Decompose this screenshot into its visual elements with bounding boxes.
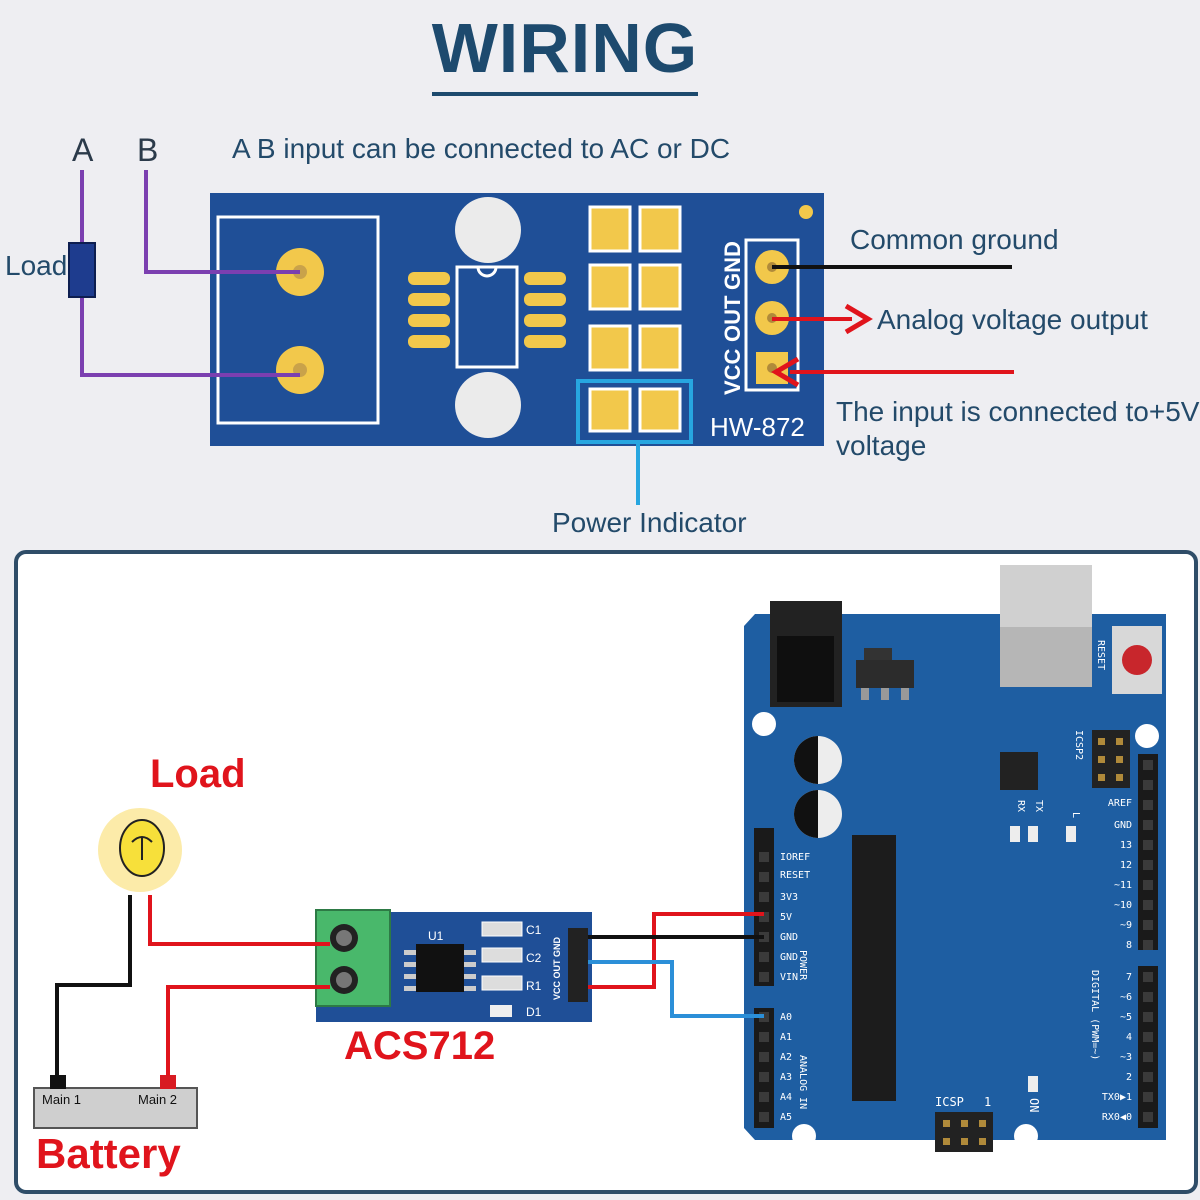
module-pin-labels: VCC OUT GND bbox=[552, 936, 562, 1000]
input-5v-label-line1: The input is connected to+5V bbox=[836, 396, 1200, 427]
wire-a bbox=[80, 170, 300, 377]
arduino-a3-label: A3 bbox=[780, 1072, 792, 1083]
arduino-d12-label: 12 bbox=[1120, 860, 1132, 871]
wire-bulb-to-battery bbox=[55, 895, 132, 1076]
arduino-d7-label: 7 bbox=[1126, 972, 1132, 983]
arduino-vin-label: VIN bbox=[780, 972, 798, 983]
arduino-icsp-pin1-label: 1 bbox=[984, 1095, 991, 1109]
arduino-tx-led-label: TX bbox=[1033, 800, 1044, 812]
arduino-a5-label: A5 bbox=[780, 1112, 792, 1123]
top-load-label: Load bbox=[5, 250, 68, 281]
wire-battery-to-module bbox=[166, 985, 330, 1076]
ab-input-note: A B input can be connected to AC or DC bbox=[232, 133, 731, 164]
module-d1-label: D1 bbox=[526, 1005, 542, 1019]
arduino-d3-label: ~3 bbox=[1120, 1052, 1132, 1063]
pin-gnd-label: GND bbox=[720, 241, 745, 290]
output-arrowhead bbox=[844, 303, 873, 335]
arduino-l-led-label: L bbox=[1070, 812, 1081, 818]
arduino-ioref-label: IOREF bbox=[780, 852, 810, 863]
battery-label: Battery bbox=[36, 1130, 181, 1177]
analog-output-label: Analog voltage output bbox=[877, 304, 1148, 335]
power-indicator-label: Power Indicator bbox=[552, 507, 747, 538]
input-5v-label-line2: voltage bbox=[836, 430, 927, 461]
vcc-arrowhead bbox=[771, 356, 800, 388]
title-underline bbox=[432, 92, 698, 96]
arduino-d11-label: ~11 bbox=[1114, 880, 1132, 891]
module-c1-label: C1 bbox=[526, 923, 542, 937]
module-r1-label: R1 bbox=[526, 979, 542, 993]
arduino-d8-label: 8 bbox=[1126, 940, 1132, 951]
bulb-icon bbox=[98, 808, 182, 892]
load-resistor bbox=[68, 242, 96, 298]
arduino-reset-button-label: RESET bbox=[1095, 640, 1106, 670]
arduino-d5-label: ~5 bbox=[1120, 1012, 1132, 1023]
battery-main1-label: Main 1 bbox=[42, 1092, 81, 1107]
arduino-digital-label: DIGITAL (PWM=~) bbox=[1089, 970, 1100, 1060]
wire-b bbox=[144, 170, 300, 274]
bottom-load-label: Load bbox=[150, 752, 246, 796]
arduino-a4-label: A4 bbox=[780, 1092, 792, 1103]
arduino-5v-label: 5V bbox=[780, 912, 792, 923]
terminal-a-label: A bbox=[72, 132, 94, 168]
arduino-reset-pin-label: RESET bbox=[780, 870, 810, 881]
arduino-d10-label: ~10 bbox=[1114, 900, 1132, 911]
wire-bulb-to-module bbox=[148, 895, 330, 946]
pin-vcc-label: VCC bbox=[720, 348, 745, 395]
common-ground-label: Common ground bbox=[850, 224, 1059, 255]
arduino-d4-label: 4 bbox=[1126, 1032, 1132, 1043]
terminal-b-label: B bbox=[137, 132, 159, 168]
arduino-d13-label: 13 bbox=[1120, 840, 1132, 851]
arduino-d2-label: 2 bbox=[1126, 1072, 1132, 1083]
module-label: ACS712 bbox=[344, 1024, 496, 1068]
wire-out-to-a0 bbox=[588, 960, 764, 1018]
battery-main2-label: Main 2 bbox=[138, 1092, 177, 1107]
module-c2-label: C2 bbox=[526, 951, 542, 965]
power-indicator-box bbox=[576, 379, 693, 444]
arduino-3v3-label: 3V3 bbox=[780, 892, 798, 903]
arduino-power-label: POWER bbox=[797, 950, 808, 981]
module-u1-label: U1 bbox=[428, 929, 444, 943]
arduino-gnd-top-label: GND bbox=[1114, 820, 1132, 831]
arduino-analog-in-label: ANALOG IN bbox=[797, 1055, 808, 1109]
arduino-a1-label: A1 bbox=[780, 1032, 792, 1043]
wire-vcc-to-5v bbox=[588, 912, 764, 989]
battery bbox=[33, 1075, 198, 1129]
arduino-gnd2-label: GND bbox=[780, 952, 798, 963]
arduino-aref-label: AREF bbox=[1108, 798, 1132, 809]
arduino-icsp-label: ICSP bbox=[935, 1095, 964, 1109]
arduino-tx1-label: TX0▶1 bbox=[1102, 1092, 1132, 1103]
arduino-a2-label: A2 bbox=[780, 1052, 792, 1063]
arduino-on-led-label: ON bbox=[1027, 1098, 1041, 1112]
pin-out-label: OUT bbox=[720, 295, 745, 342]
arduino-d9-label: ~9 bbox=[1120, 920, 1132, 931]
arduino-board bbox=[744, 565, 1166, 1152]
acs712-module bbox=[315, 909, 592, 1022]
arduino-a0-label: A0 bbox=[780, 1012, 792, 1023]
arduino-rx0-label: RX0◀0 bbox=[1102, 1112, 1132, 1123]
page-title: WIRING bbox=[431, 9, 699, 87]
arduino-rx-led-label: RX bbox=[1015, 800, 1026, 812]
arduino-icsp2-label: ICSP2 bbox=[1073, 730, 1084, 760]
arduino-d6-label: ~6 bbox=[1120, 992, 1132, 1003]
arduino-gnd1-label: GND bbox=[780, 932, 798, 943]
board-model-label: HW-872 bbox=[710, 412, 805, 442]
